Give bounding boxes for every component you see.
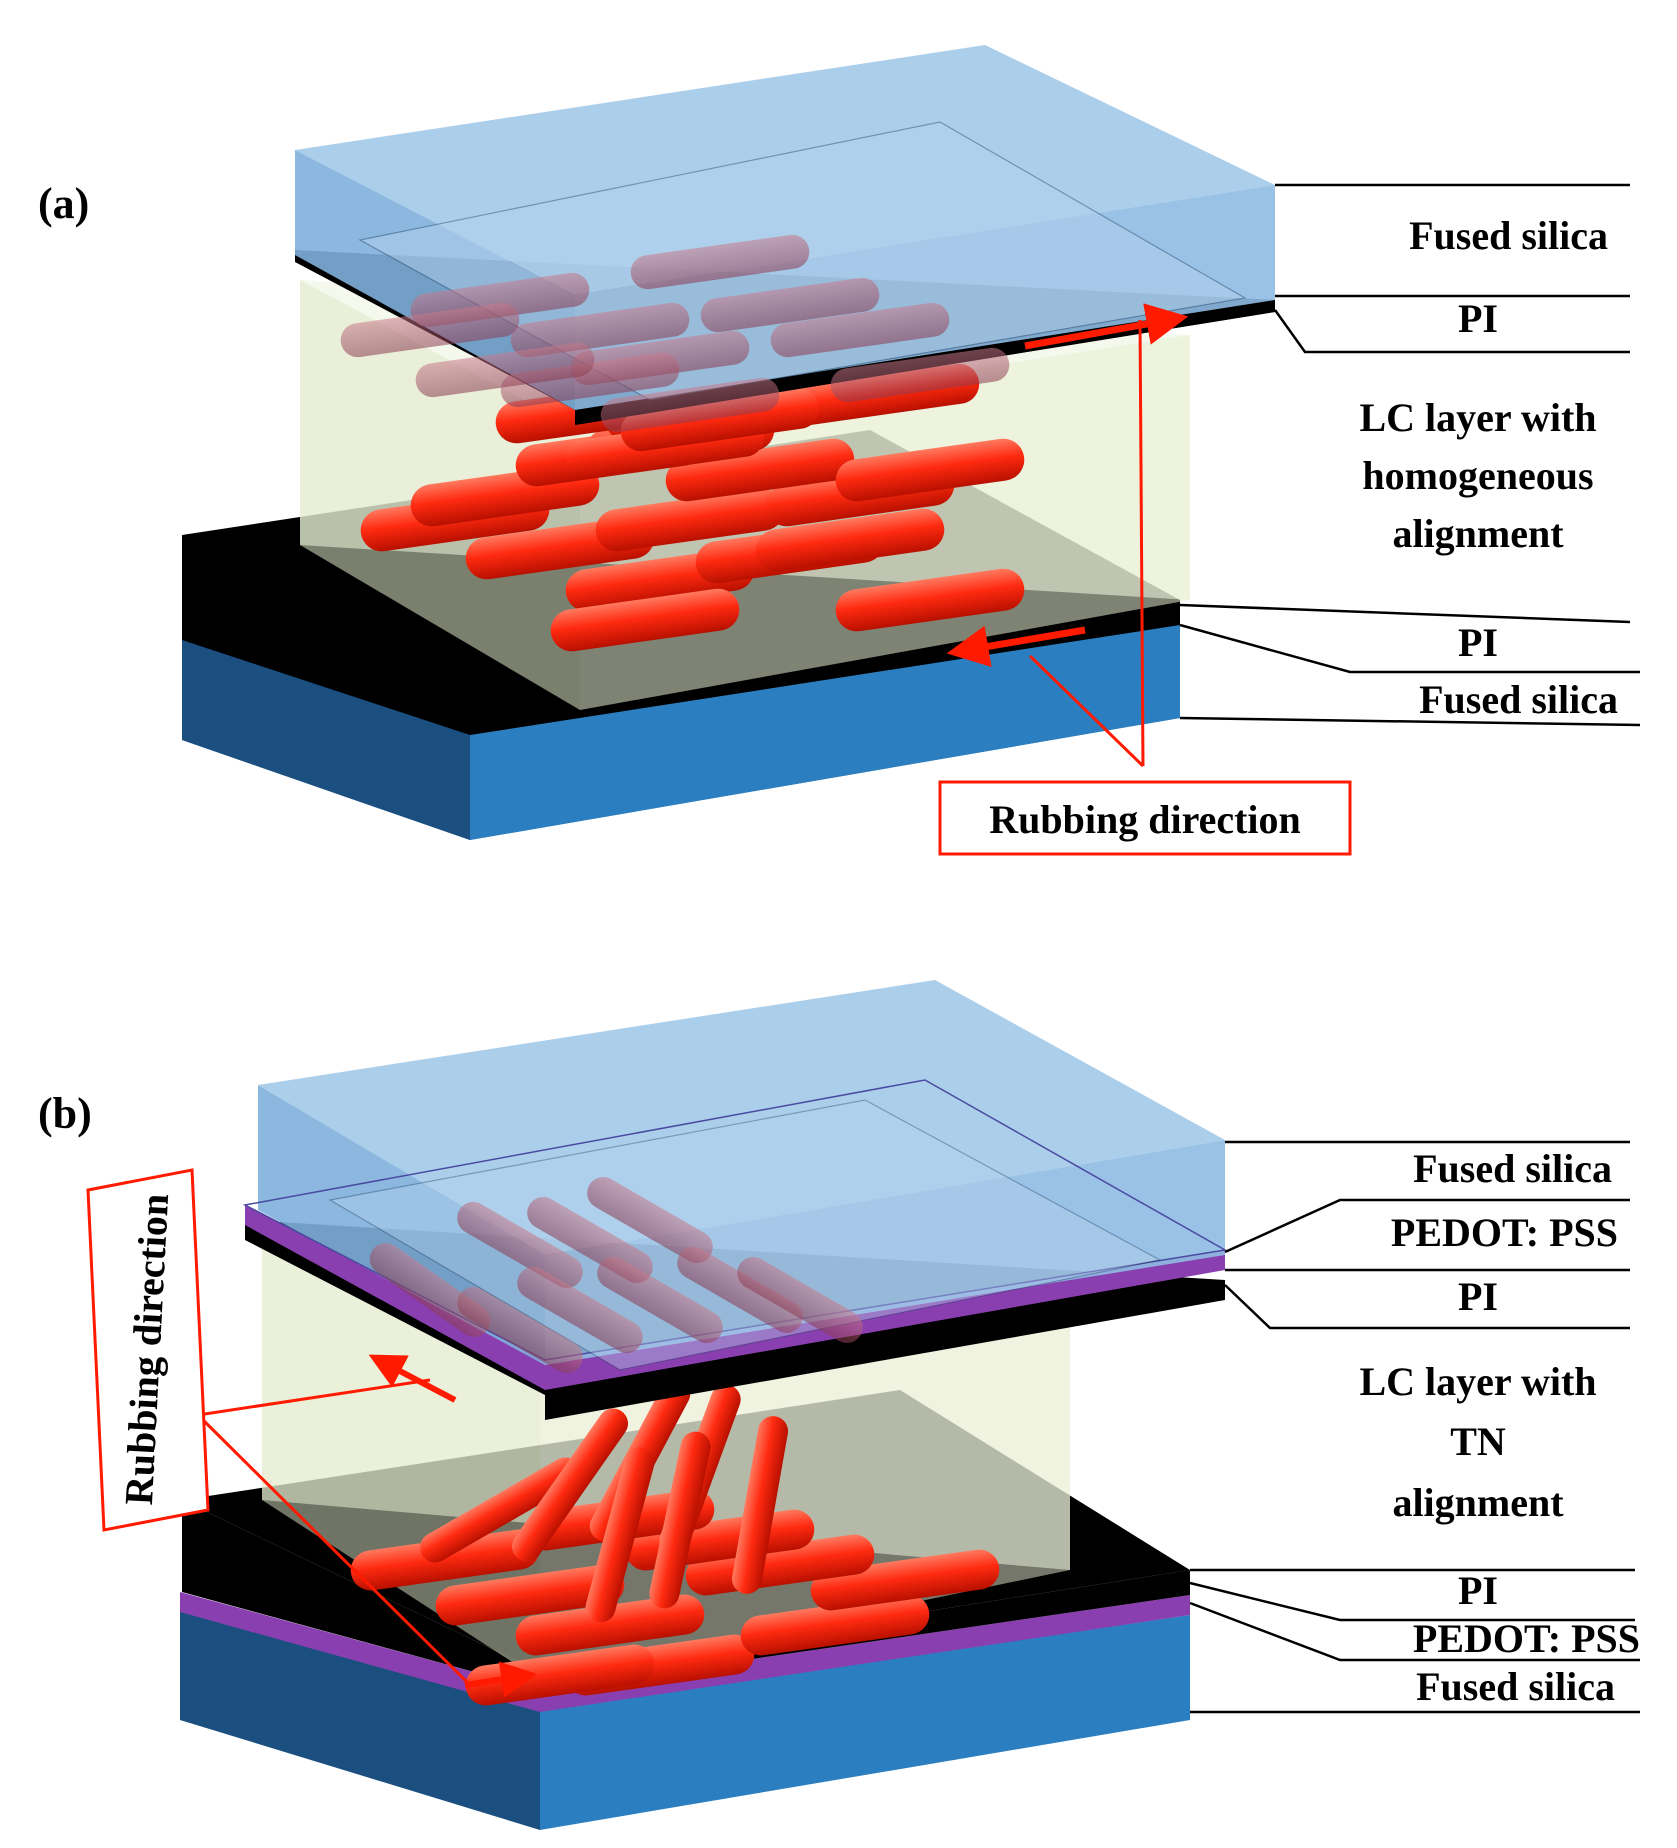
panel-b-labels: Fused silica PEDOT: PSS PI LC layer with… xyxy=(1359,1146,1640,1709)
panel-a-labels: Fused silica PI LC layer with homogeneou… xyxy=(1359,213,1618,722)
lc-molecule xyxy=(770,302,950,358)
lc-molecule xyxy=(515,1594,705,1656)
panel-b-top-pedot xyxy=(245,1205,1225,1390)
panel-b-rubbing-box: Rubbing direction xyxy=(86,1168,210,1532)
lc-molecule xyxy=(737,1257,863,1343)
rubbing-arrow-bottom[interactable] xyxy=(946,625,1086,668)
label-fused-silica-top: Fused silica xyxy=(1413,1146,1612,1191)
rubbing-arrow-top[interactable] xyxy=(1024,303,1189,350)
lc-molecule xyxy=(457,1202,583,1288)
lc-molecule xyxy=(595,488,785,552)
lc-molecule xyxy=(830,347,1010,403)
lc-molecule xyxy=(500,352,680,408)
label-fused-silica-bottom: Fused silica xyxy=(1419,677,1618,722)
lc-molecule xyxy=(435,1564,625,1626)
label-lc-line3: alignment xyxy=(1392,511,1564,556)
lc-molecule xyxy=(415,342,595,398)
lc-molecule xyxy=(630,234,810,290)
label-lc-line2: homogeneous xyxy=(1362,453,1593,498)
lc-molecule xyxy=(649,1431,711,1609)
panel-b-leaders xyxy=(1189,1140,1640,1714)
lc-molecule xyxy=(700,277,880,333)
lc-molecule xyxy=(665,438,855,502)
lc-molecule xyxy=(369,1243,491,1337)
lc-molecule xyxy=(755,508,945,572)
label-pi-top: PI xyxy=(1458,1274,1498,1319)
panel-b-twisted-molecules xyxy=(420,1378,789,1623)
lc-molecule xyxy=(600,377,780,433)
lc-molecule xyxy=(740,1594,930,1656)
lc-molecule xyxy=(350,1529,540,1591)
lc-molecule xyxy=(677,1247,803,1333)
label-pi-bottom: PI xyxy=(1458,1568,1498,1613)
label-fused-silica-top: Fused silica xyxy=(1409,213,1608,258)
label-fused-silica-bottom: Fused silica xyxy=(1416,1664,1615,1709)
rubbing-pointer-bottom xyxy=(1028,654,1145,768)
panel-a-leaders xyxy=(1179,183,1641,727)
label-pedot-bottom: PEDOT: PSS xyxy=(1413,1616,1640,1661)
lc-molecule xyxy=(810,1549,1000,1611)
panel-b-top-molecules xyxy=(369,1177,863,1373)
label-pi-bottom: PI xyxy=(1458,620,1498,665)
lc-molecule xyxy=(340,302,520,358)
label-lc-line3: alignment xyxy=(1392,1480,1564,1525)
panel-b-bottom-substrate xyxy=(180,1610,1190,1830)
lc-molecule xyxy=(511,1408,629,1562)
panel-a-rubbing-arrows[interactable] xyxy=(946,303,1189,768)
panel-a-rubbing-box: Rubbing direction xyxy=(938,780,1352,856)
panel-b: (b) xyxy=(38,980,1640,1830)
lc-molecule xyxy=(835,568,1025,632)
lc-molecule xyxy=(731,1416,789,1594)
panel-a-label: (a) xyxy=(38,179,89,228)
lc-molecule xyxy=(550,588,740,652)
lc-molecule xyxy=(510,302,690,358)
lc-molecule xyxy=(585,1447,655,1623)
lc-molecule xyxy=(587,1177,713,1263)
lc-molecule xyxy=(835,438,1025,502)
label-pi-top: PI xyxy=(1458,296,1498,341)
lc-molecule xyxy=(420,1457,580,1563)
label-lc-line2: TN xyxy=(1450,1419,1506,1464)
panel-a: (a) xyxy=(38,45,1641,856)
panel-b-label: (b) xyxy=(38,1089,92,1138)
rubbing-pointer-top xyxy=(1138,319,1145,767)
lc-molecule xyxy=(457,1287,583,1373)
panel-b-top-glass xyxy=(242,980,1228,1371)
panel-b-bottom-pedot xyxy=(180,1592,1190,1712)
label-lc-line1: LC layer with xyxy=(1359,1359,1596,1404)
label-pedot-top: PEDOT: PSS xyxy=(1391,1210,1618,1255)
rubbing-arrow-top[interactable] xyxy=(368,1354,457,1403)
label-lc-line1: LC layer with xyxy=(1359,395,1596,440)
panel-a-rubbing-label: Rubbing direction xyxy=(989,797,1301,842)
lc-molecule xyxy=(517,1267,643,1353)
panel-a-top-molecules xyxy=(340,234,1010,433)
rubbing-arrow-bottom[interactable] xyxy=(464,1661,538,1698)
lc-molecule xyxy=(597,1257,723,1343)
